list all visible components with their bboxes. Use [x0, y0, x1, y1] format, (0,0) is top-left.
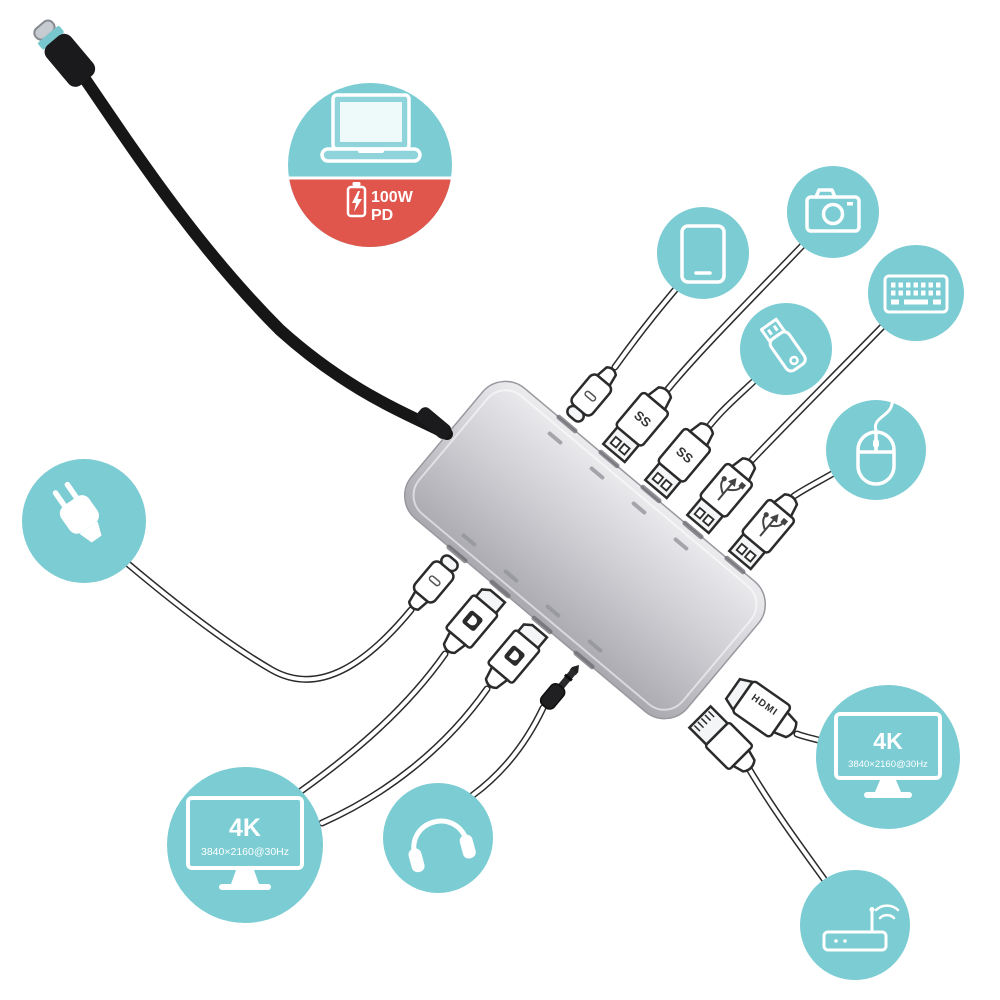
jack-tip [569, 665, 579, 676]
host-cable [79, 73, 453, 440]
monitor-resolution-label: 4K [229, 814, 261, 842]
hub-body [403, 380, 767, 720]
host-usbc-cable [33, 19, 453, 440]
flash-drive-badge [740, 303, 832, 395]
monitor-mode-label: 3840×2160@30Hz [201, 846, 289, 858]
router-icon [822, 904, 900, 952]
hdmi-boot [771, 710, 798, 739]
monitor-resolution-label: 4K [873, 728, 903, 754]
cable-hdmi-monitor [793, 730, 822, 744]
headphones-icon [408, 818, 476, 873]
host-cable-boot [416, 407, 452, 439]
camera-icon [805, 188, 861, 233]
badge-circle [816, 685, 960, 829]
cable-dp2-monitor [318, 685, 491, 827]
usb3-plug-1: SS [599, 378, 681, 466]
pd-watts-label: 100W [371, 189, 414, 206]
monitor-4k-left-badge: 4K 3840×2160@30Hz [167, 767, 323, 923]
badge-circle [740, 303, 832, 395]
usbc-data-plug [560, 359, 625, 428]
cable-power-usbc-pd [96, 536, 415, 683]
battery-charge-icon [346, 182, 367, 218]
headphones-badge [383, 783, 493, 893]
usb3-plug-2: SS [641, 414, 723, 502]
laptop-icon [320, 93, 422, 163]
mouse-badge [826, 392, 926, 500]
usbc-plug-body [44, 33, 96, 87]
tablet-icon [680, 224, 726, 284]
badge-circle [657, 207, 749, 299]
hdmi-plug: HDMI [724, 677, 798, 739]
monitor-icon [186, 796, 304, 890]
hub-port-slots-bottom [446, 544, 595, 670]
rj45-pins [693, 710, 715, 732]
badge-circle [167, 767, 323, 923]
jack-body [539, 683, 566, 710]
monitor-mode-label: 3840×2160@30Hz [848, 759, 928, 770]
badge-circle [383, 783, 493, 893]
keyboard-badge [868, 245, 964, 341]
cable-mouse-usb2 [790, 470, 836, 500]
hub-bevel-highlight [412, 389, 758, 711]
cable-dp1-monitor [297, 650, 449, 795]
badge-circle [800, 870, 910, 980]
hub-port-slots-top [556, 414, 746, 575]
ethernet-plug [687, 704, 756, 773]
cable-ethernet-router [741, 758, 828, 883]
rj45-boot [731, 748, 756, 773]
power-plug-badge [22, 459, 146, 583]
monitor-4k-right-badge: 4K 3840×2160@30Hz [816, 685, 960, 829]
pd-red-segment [289, 178, 451, 247]
pd-label: PD [371, 207, 393, 224]
cable-camera-usb3 [664, 242, 806, 393]
flash-drive-icon [759, 317, 807, 373]
hub-printed-marks [461, 431, 689, 653]
jack-shaft [558, 668, 577, 689]
usbc-teal-collar [38, 26, 64, 50]
cable-tablet-usbc [611, 286, 679, 371]
usb-c-plug-shell [560, 359, 625, 428]
cable-audio-headphones [469, 704, 547, 799]
mouse-icon [856, 392, 908, 486]
displayport-plug-shell [433, 582, 509, 663]
audio-jack-plug [539, 665, 579, 710]
cable-keyboard-usb2 [748, 323, 886, 464]
monitor-icon [834, 712, 942, 798]
keyboard-icon [883, 274, 949, 314]
displayport-plug-shell [475, 617, 551, 698]
camera-badge [787, 166, 879, 258]
host-usbc-plug [33, 19, 96, 87]
cable-flashdrive-usb3 [706, 378, 757, 429]
usb-c-plug-shell [400, 549, 465, 618]
power-plug-icon [52, 481, 102, 543]
laptop-pd-badge: 100W PD [288, 83, 452, 247]
usbc-pd-plug [400, 549, 465, 618]
displayport-plug-2 [475, 617, 551, 698]
jack-ring [563, 673, 573, 682]
displayport-plug-1 [433, 582, 509, 663]
tablet-badge [657, 207, 749, 299]
badge-circle [787, 166, 879, 258]
router-badge [800, 870, 910, 980]
device-cables [96, 242, 886, 883]
